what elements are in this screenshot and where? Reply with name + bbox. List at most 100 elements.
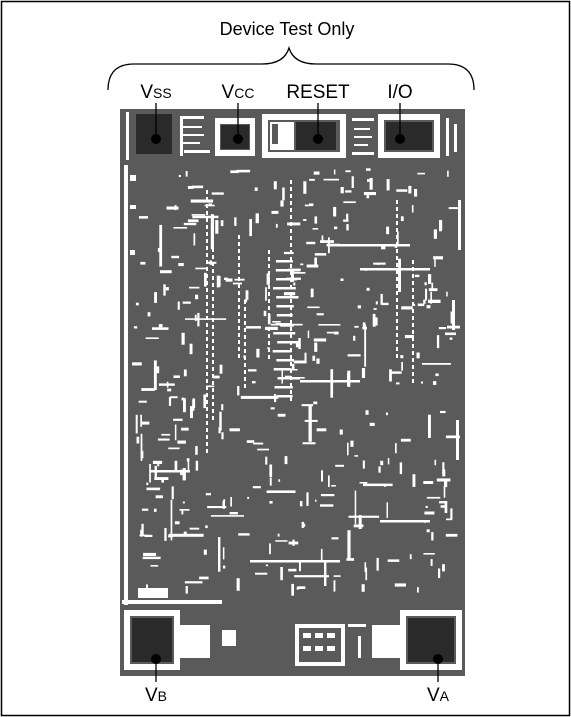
circuit-trace <box>439 501 447 504</box>
circuit-trace <box>256 348 260 358</box>
circuit-trace <box>130 175 136 181</box>
circuit-trace <box>293 282 296 286</box>
circuit-trace <box>183 531 187 535</box>
circuit-trace <box>206 372 208 376</box>
circuit-trace <box>183 222 197 226</box>
circuit-trace <box>212 395 214 399</box>
circuit-trace <box>340 278 344 281</box>
circuit-trace <box>166 206 179 210</box>
circuit-trace <box>443 485 446 498</box>
circuit-trace <box>206 295 208 299</box>
circuit-trace <box>442 564 445 572</box>
vcc-label: VCC <box>222 82 255 103</box>
circuit-trace <box>268 355 270 359</box>
circuit-trace <box>153 360 157 391</box>
circuit-trace <box>456 420 459 460</box>
circuit-trace <box>369 422 375 426</box>
circuit-trace <box>399 462 403 475</box>
circuit-trace <box>160 270 172 274</box>
circuit-trace <box>185 586 188 594</box>
circuit-trace <box>412 274 414 278</box>
circuit-trace <box>135 302 139 306</box>
circuit-trace <box>290 229 292 233</box>
circuit-trace <box>268 292 270 296</box>
circuit-trace <box>266 490 296 493</box>
circuit-trace <box>425 288 428 301</box>
circuit-trace <box>143 552 157 556</box>
circuit-trace <box>316 358 320 364</box>
circuit-trace <box>358 515 362 529</box>
circuit-trace <box>436 335 440 349</box>
circuit-trace <box>396 333 398 337</box>
circuit-trace <box>320 240 334 243</box>
circuit-trace <box>157 438 170 441</box>
circuit-trace <box>182 468 186 481</box>
circuit-trace <box>206 281 208 285</box>
circuit-trace <box>396 298 398 302</box>
circuit-trace <box>199 576 209 580</box>
circuit-trace <box>269 464 273 478</box>
test-pads-brace <box>107 45 475 91</box>
circuit-trace <box>157 461 160 467</box>
circuit-trace <box>380 460 384 466</box>
circuit-trace <box>192 215 219 219</box>
circuit-trace <box>155 495 163 499</box>
circuit-trace <box>335 464 344 467</box>
circuit-trace <box>265 564 269 567</box>
circuit-trace <box>295 341 299 348</box>
circuit-trace <box>434 459 437 466</box>
circuit-trace <box>140 433 143 461</box>
vb-label-sub: B <box>158 688 167 704</box>
circuit-trace <box>248 369 257 372</box>
circuit-trace <box>230 170 239 174</box>
circuit-trace <box>268 348 270 352</box>
circuit-trace <box>361 368 366 378</box>
circuit-trace <box>158 324 163 328</box>
circuit-trace <box>364 324 367 367</box>
circuit-trace <box>381 246 386 250</box>
circuit-trace <box>238 347 240 351</box>
circuit-trace <box>221 404 224 411</box>
circuit-trace <box>206 414 208 418</box>
circuit-trace <box>144 534 153 537</box>
circuit-trace <box>400 355 404 359</box>
circuit-trace <box>290 383 292 387</box>
circuit-trace <box>178 263 184 267</box>
circuit-trace <box>412 379 414 383</box>
circuit-trace <box>268 271 270 275</box>
circuit-trace <box>237 386 240 396</box>
circuit-trace <box>426 529 430 533</box>
va-label: VA <box>427 685 450 706</box>
circuit-trace <box>244 307 246 311</box>
circuit-trace <box>158 383 175 386</box>
circuit-trace <box>396 319 398 323</box>
circuit-trace <box>326 331 334 334</box>
circuit-trace <box>181 427 189 431</box>
circuit-trace <box>215 220 219 234</box>
bottom-center-block <box>295 624 345 666</box>
circuit-trace <box>146 487 161 491</box>
circuit-trace <box>130 250 135 255</box>
circuit-trace <box>446 518 453 521</box>
circuit-trace <box>276 359 295 362</box>
circuit-trace <box>206 232 208 236</box>
circuit-trace <box>283 292 296 296</box>
circuit-trace <box>222 565 226 569</box>
circuit-trace <box>412 372 414 376</box>
circuit-trace <box>417 172 425 175</box>
circuit-trace <box>255 213 259 224</box>
circuit-trace <box>396 249 398 253</box>
circuit-trace <box>238 354 240 358</box>
circuit-trace <box>265 326 278 330</box>
circuit-trace <box>396 382 400 385</box>
circuit-trace <box>398 258 401 292</box>
circuit-trace <box>417 587 419 593</box>
circuit-trace <box>265 287 267 301</box>
circuit-trace <box>170 499 173 541</box>
circuit-trace <box>331 537 339 540</box>
circuit-trace <box>290 257 292 261</box>
circuit-trace <box>414 189 418 197</box>
circuit-trace <box>290 299 292 303</box>
circuit-trace <box>263 310 267 317</box>
